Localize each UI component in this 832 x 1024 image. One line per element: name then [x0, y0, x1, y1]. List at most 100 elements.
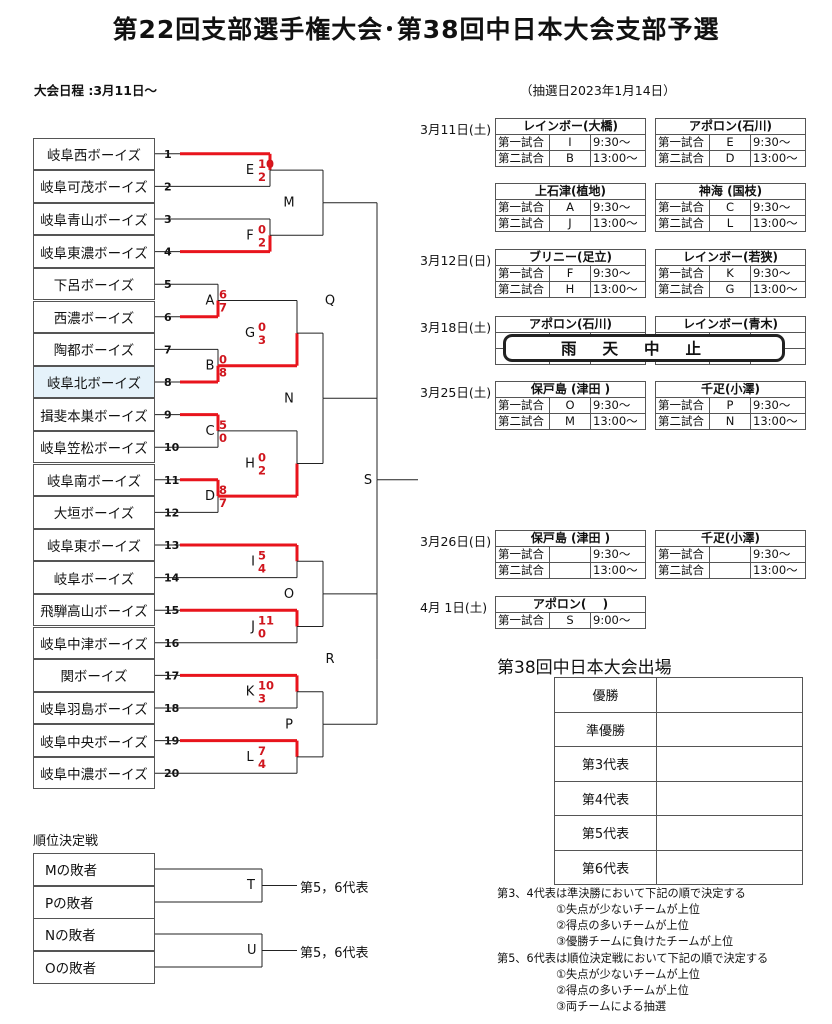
match-label-d: D	[205, 489, 215, 504]
schedule-cell: O	[549, 397, 591, 414]
schedule-cell: 第二試合	[655, 413, 710, 430]
venue-name: レインボー(青木)	[655, 316, 806, 333]
rank-label: 準優勝	[554, 711, 657, 747]
schedule-cell: K	[709, 265, 751, 282]
schedule-cell: 13:00～	[750, 413, 806, 430]
score-top: 10	[258, 157, 274, 171]
schedule-cell	[549, 546, 591, 563]
schedule-cell: 9:30～	[590, 134, 646, 151]
score-bottom: 2	[258, 235, 266, 249]
score-bottom: 7	[219, 301, 227, 315]
rank-value	[656, 746, 803, 782]
schedule-cell	[709, 562, 751, 579]
schedule-cell: 9:30～	[750, 265, 806, 282]
team-number: 15	[164, 604, 179, 617]
schedule-label: 大会日程 :3月11日～	[34, 83, 157, 98]
schedule-cell: J	[549, 215, 591, 232]
team-number: 1	[164, 148, 172, 161]
score-top: 11	[258, 614, 274, 628]
schedule-cell: A	[549, 199, 591, 216]
score-bottom: 7	[219, 496, 227, 510]
venue-name: レインボー(若狭)	[655, 249, 806, 266]
schedule-cell: M	[549, 413, 591, 430]
schedule-cell: 9:30～	[590, 199, 646, 216]
schedule-cell: G	[709, 281, 751, 298]
schedule-cell: S	[549, 612, 591, 629]
team-box: 岐阜西ボーイズ	[33, 137, 155, 171]
schedule-cell: 第一試合	[495, 612, 550, 629]
match-label-m: M	[283, 196, 294, 211]
schedule-cell: 第二試合	[655, 215, 710, 232]
match-label-j: J	[250, 620, 255, 635]
score-bottom: 3	[258, 692, 266, 706]
score-top: 0	[258, 451, 266, 465]
score-bottom: 3	[258, 333, 266, 347]
schedule-cell: 第一試合	[655, 546, 710, 563]
score-bottom: 4	[258, 561, 266, 575]
match-label-q: Q	[325, 294, 335, 309]
match-label-o: O	[284, 587, 294, 602]
venue-name: 千疋(小澤)	[655, 530, 806, 547]
score-bottom: 0	[258, 627, 266, 641]
score-top: 0	[258, 222, 266, 236]
schedule-date: 3月26日(日)	[420, 534, 492, 549]
schedule-cell: 9:30～	[750, 397, 806, 414]
schedule-date: 3月18日(土)	[420, 320, 492, 335]
team-number: 14	[164, 572, 180, 585]
team-box: 岐阜ボーイズ	[33, 561, 155, 594]
score-top: 10	[258, 679, 274, 693]
team-box: 岐阜北ボーイズ	[33, 365, 155, 399]
score-top: 0	[258, 320, 266, 334]
match-label-k: K	[246, 685, 255, 700]
score-top: 8	[219, 483, 227, 497]
schedule-cell: 第二試合	[495, 562, 550, 579]
ranking-result-label: 第5，6代表	[300, 945, 369, 961]
score-top: 5	[258, 548, 266, 562]
venue-name: アポロン(石川)	[655, 118, 806, 135]
score-top: 0	[219, 353, 227, 367]
venue-name: アポロン(石川)	[495, 316, 646, 333]
ranking-result-label: 第5，6代表	[300, 880, 369, 896]
score-bottom: 2	[258, 464, 266, 478]
schedule-cell: 13:00～	[750, 562, 806, 579]
match-label-s: S	[364, 473, 372, 488]
score-bottom: 2	[258, 170, 266, 184]
schedule-cell: 第二試合	[655, 281, 710, 298]
match-label-n: N	[284, 391, 294, 406]
schedule-cell: 13:00～	[590, 281, 646, 298]
rank-value	[656, 849, 803, 885]
schedule-cell: 13:00～	[750, 150, 806, 167]
schedule-cell: 13:00～	[590, 150, 646, 167]
venue-name: 上石津(植地)	[495, 183, 646, 200]
note-line: ①失点が少ないチームが上位	[556, 903, 700, 916]
ranking-box: Oの敗者	[33, 951, 155, 984]
schedule-cell: 第二試合	[655, 562, 710, 579]
match-label-a: A	[206, 294, 215, 309]
team-box: 西濃ボーイズ	[33, 300, 155, 334]
schedule-cell: 第一試合	[655, 199, 710, 216]
team-box: 岐阜中津ボーイズ	[33, 626, 155, 660]
ranking-box: Pの敗者	[33, 886, 155, 919]
schedule-cell: I	[549, 134, 591, 151]
schedule-cell: C	[709, 199, 751, 216]
schedule-cell: L	[709, 215, 751, 232]
schedule-cell: 第二試合	[495, 215, 550, 232]
schedule-date: 4月 1日(土)	[420, 600, 488, 615]
score-top: 6	[219, 288, 227, 302]
schedule-cell: 第二試合	[655, 150, 710, 167]
schedule-cell: 13:00～	[750, 215, 806, 232]
schedule-cell: 第一試合	[655, 134, 710, 151]
rank-label: 第4代表	[554, 780, 657, 816]
team-number: 10	[164, 441, 180, 454]
team-number: 4	[164, 246, 172, 259]
match-label-b: B	[206, 359, 215, 374]
team-number: 18	[164, 702, 179, 715]
team-box: 岐阜東濃ボーイズ	[33, 235, 155, 268]
schedule-cell: H	[549, 281, 591, 298]
schedule-cell: 9:30～	[750, 134, 806, 151]
team-box: 飛騨高山ボーイズ	[33, 593, 155, 627]
venue-name: 千疋(小澤)	[655, 381, 806, 398]
schedule-cell: 第一試合	[655, 265, 710, 282]
